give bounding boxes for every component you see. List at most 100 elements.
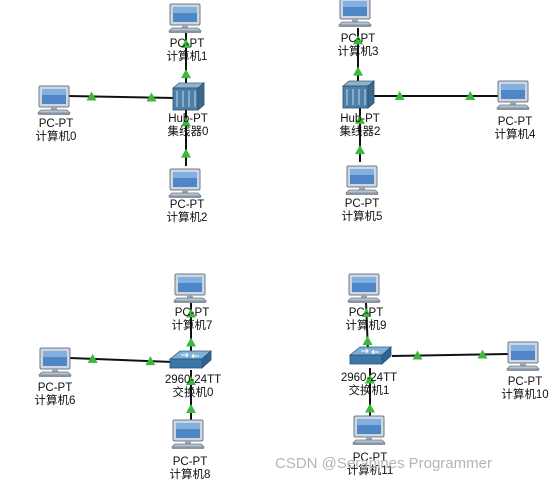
link-light-icon — [361, 308, 372, 317]
link-pc3-hub2[interactable] — [353, 28, 363, 84]
link-light-icon — [181, 69, 191, 79]
link-light-icon — [353, 66, 363, 76]
device-name-label: 集线器2 — [339, 126, 381, 138]
link-light-icon — [365, 374, 375, 384]
link-light-icon — [412, 350, 423, 360]
link-pc5-hub2[interactable] — [355, 108, 365, 162]
device-name-label: 计算机0 — [35, 131, 77, 143]
device-model-label: 2960-24TT — [340, 372, 398, 384]
cable[interactable] — [69, 357, 174, 363]
device-model-label: PC-PT — [340, 33, 376, 45]
pc-pc9[interactable] — [347, 273, 381, 303]
link-pc10-sw1[interactable] — [391, 349, 509, 360]
switch-sw0[interactable] — [168, 350, 213, 369]
pc-pc0[interactable] — [37, 85, 71, 115]
link-light-icon — [145, 356, 156, 366]
link-light-icon — [186, 308, 196, 318]
device-name-label: 计算机6 — [34, 395, 76, 407]
device-name-label: 计算机8 — [169, 469, 211, 481]
device-model-label: PC-PT — [497, 116, 533, 128]
link-pc11-sw1[interactable] — [365, 368, 375, 420]
pc-pc7[interactable] — [173, 273, 207, 303]
link-pc9-sw1[interactable] — [361, 301, 373, 353]
device-name-label: 集线器0 — [167, 126, 209, 138]
link-pc7-sw0[interactable] — [186, 302, 196, 354]
device-name-label: 计算机3 — [337, 46, 379, 58]
device-model-label: PC-PT — [352, 452, 388, 464]
link-pc6-sw0[interactable] — [69, 353, 174, 366]
link-light-icon — [87, 353, 98, 363]
pc-pc3[interactable] — [338, 0, 372, 27]
link-light-icon — [477, 349, 488, 359]
pc-pc8[interactable] — [171, 419, 205, 449]
cable[interactable] — [391, 353, 509, 357]
device-model-label: PC-PT — [507, 376, 543, 388]
device-name-label: 计算机10 — [501, 389, 549, 401]
device-model-label: PC-PT — [38, 118, 74, 130]
pc-pc2[interactable] — [168, 168, 202, 198]
pc-pc11[interactable] — [352, 415, 386, 445]
device-name-label: 计算机1 — [166, 51, 208, 63]
link-light-icon — [186, 404, 196, 413]
link-light-icon — [355, 114, 365, 124]
link-pc1-hub0[interactable] — [181, 32, 191, 86]
cable[interactable] — [67, 95, 176, 99]
link-light-icon — [186, 376, 196, 385]
device-model-label: PC-PT — [172, 456, 208, 468]
pc-pc4[interactable] — [496, 80, 530, 110]
link-pc0-hub0[interactable] — [67, 91, 176, 102]
device-model-label: PC-PT — [344, 198, 380, 210]
device-name-label: 交换机0 — [172, 387, 214, 399]
pc-pc5[interactable] — [345, 165, 379, 195]
device-name-label: 计算机7 — [171, 320, 213, 332]
link-light-icon — [86, 91, 97, 101]
device-name-label: 交换机1 — [348, 385, 390, 397]
link-light-icon — [146, 92, 157, 102]
link-light-icon — [181, 148, 191, 158]
switch-sw1[interactable] — [348, 346, 393, 365]
device-model-label: PC-PT — [169, 38, 205, 50]
link-light-icon — [181, 117, 191, 127]
link-light-icon — [186, 337, 196, 347]
link-pc4-hub2[interactable] — [372, 91, 498, 100]
hub-hub0[interactable] — [171, 82, 206, 111]
link-light-icon — [362, 336, 373, 345]
pc-pc6[interactable] — [38, 347, 72, 377]
device-name-label: 计算机4 — [494, 129, 536, 141]
device-model-label: Hub-PT — [340, 113, 380, 125]
link-light-icon — [465, 91, 476, 100]
pc-pc1[interactable] — [168, 3, 202, 33]
watermark: CSDN @Serapines Programmer — [275, 455, 492, 472]
link-light-icon — [365, 403, 375, 413]
link-light-icon — [181, 38, 191, 48]
device-model-label: PC-PT — [174, 307, 210, 319]
link-light-icon — [394, 91, 405, 100]
device-name-label: 计算机2 — [166, 212, 208, 224]
device-model-label: PC-PT — [348, 307, 384, 319]
pc-pc10[interactable] — [506, 341, 540, 371]
link-pc2-hub0[interactable] — [181, 110, 191, 166]
link-pc8-sw0[interactable] — [186, 370, 196, 420]
hub-hub2[interactable] — [341, 80, 376, 109]
device-model-label: PC-PT — [169, 199, 205, 211]
link-light-icon — [353, 35, 363, 45]
link-light-icon — [355, 145, 365, 155]
device-name-label: 计算机11 — [346, 465, 394, 477]
